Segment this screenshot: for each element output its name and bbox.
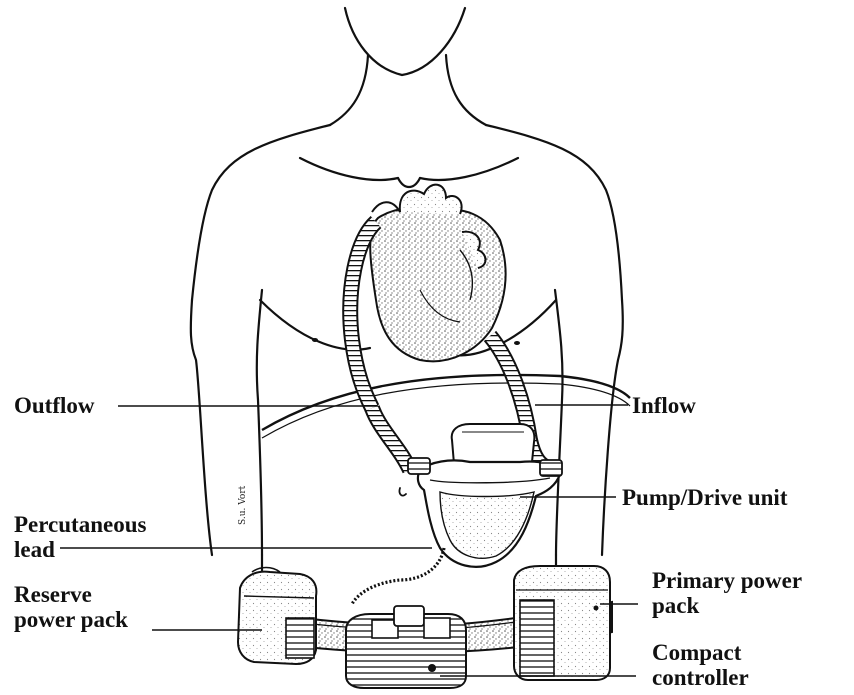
reserve-label-line2: power pack <box>14 607 128 632</box>
rib-line <box>262 375 630 430</box>
primary-label-line1: Primary power <box>652 568 802 593</box>
label-compact-controller: Compact controller <box>652 640 749 690</box>
primary-label-line2: pack <box>652 593 802 618</box>
percutaneous-lead-cable <box>352 548 444 604</box>
label-percutaneous-lead: Percutaneous lead <box>14 512 146 562</box>
label-outflow: Outflow <box>14 393 95 418</box>
primary-power-pack <box>514 566 610 680</box>
compact-label-line2: controller <box>652 665 749 690</box>
heart <box>370 185 505 362</box>
percutaneous-label-line2: lead <box>14 537 146 562</box>
compact-label-line1: Compact <box>652 640 749 665</box>
inflow-label-text: Inflow <box>632 393 696 418</box>
label-reserve-power-pack: Reserve power pack <box>14 582 128 632</box>
reserve-label-line1: Reserve <box>14 582 128 607</box>
label-inflow: Inflow <box>632 393 696 418</box>
artist-signature: S.u. Vort <box>238 486 248 525</box>
reserve-power-pack <box>238 568 316 665</box>
label-pump-drive-unit: Pump/Drive unit <box>622 485 787 510</box>
outflow-label-text: Outflow <box>14 393 95 418</box>
percutaneous-label-line1: Percutaneous <box>14 512 146 537</box>
pump-drive-unit-label-text: Pump/Drive unit <box>622 485 787 510</box>
label-primary-power-pack: Primary power pack <box>652 568 802 618</box>
